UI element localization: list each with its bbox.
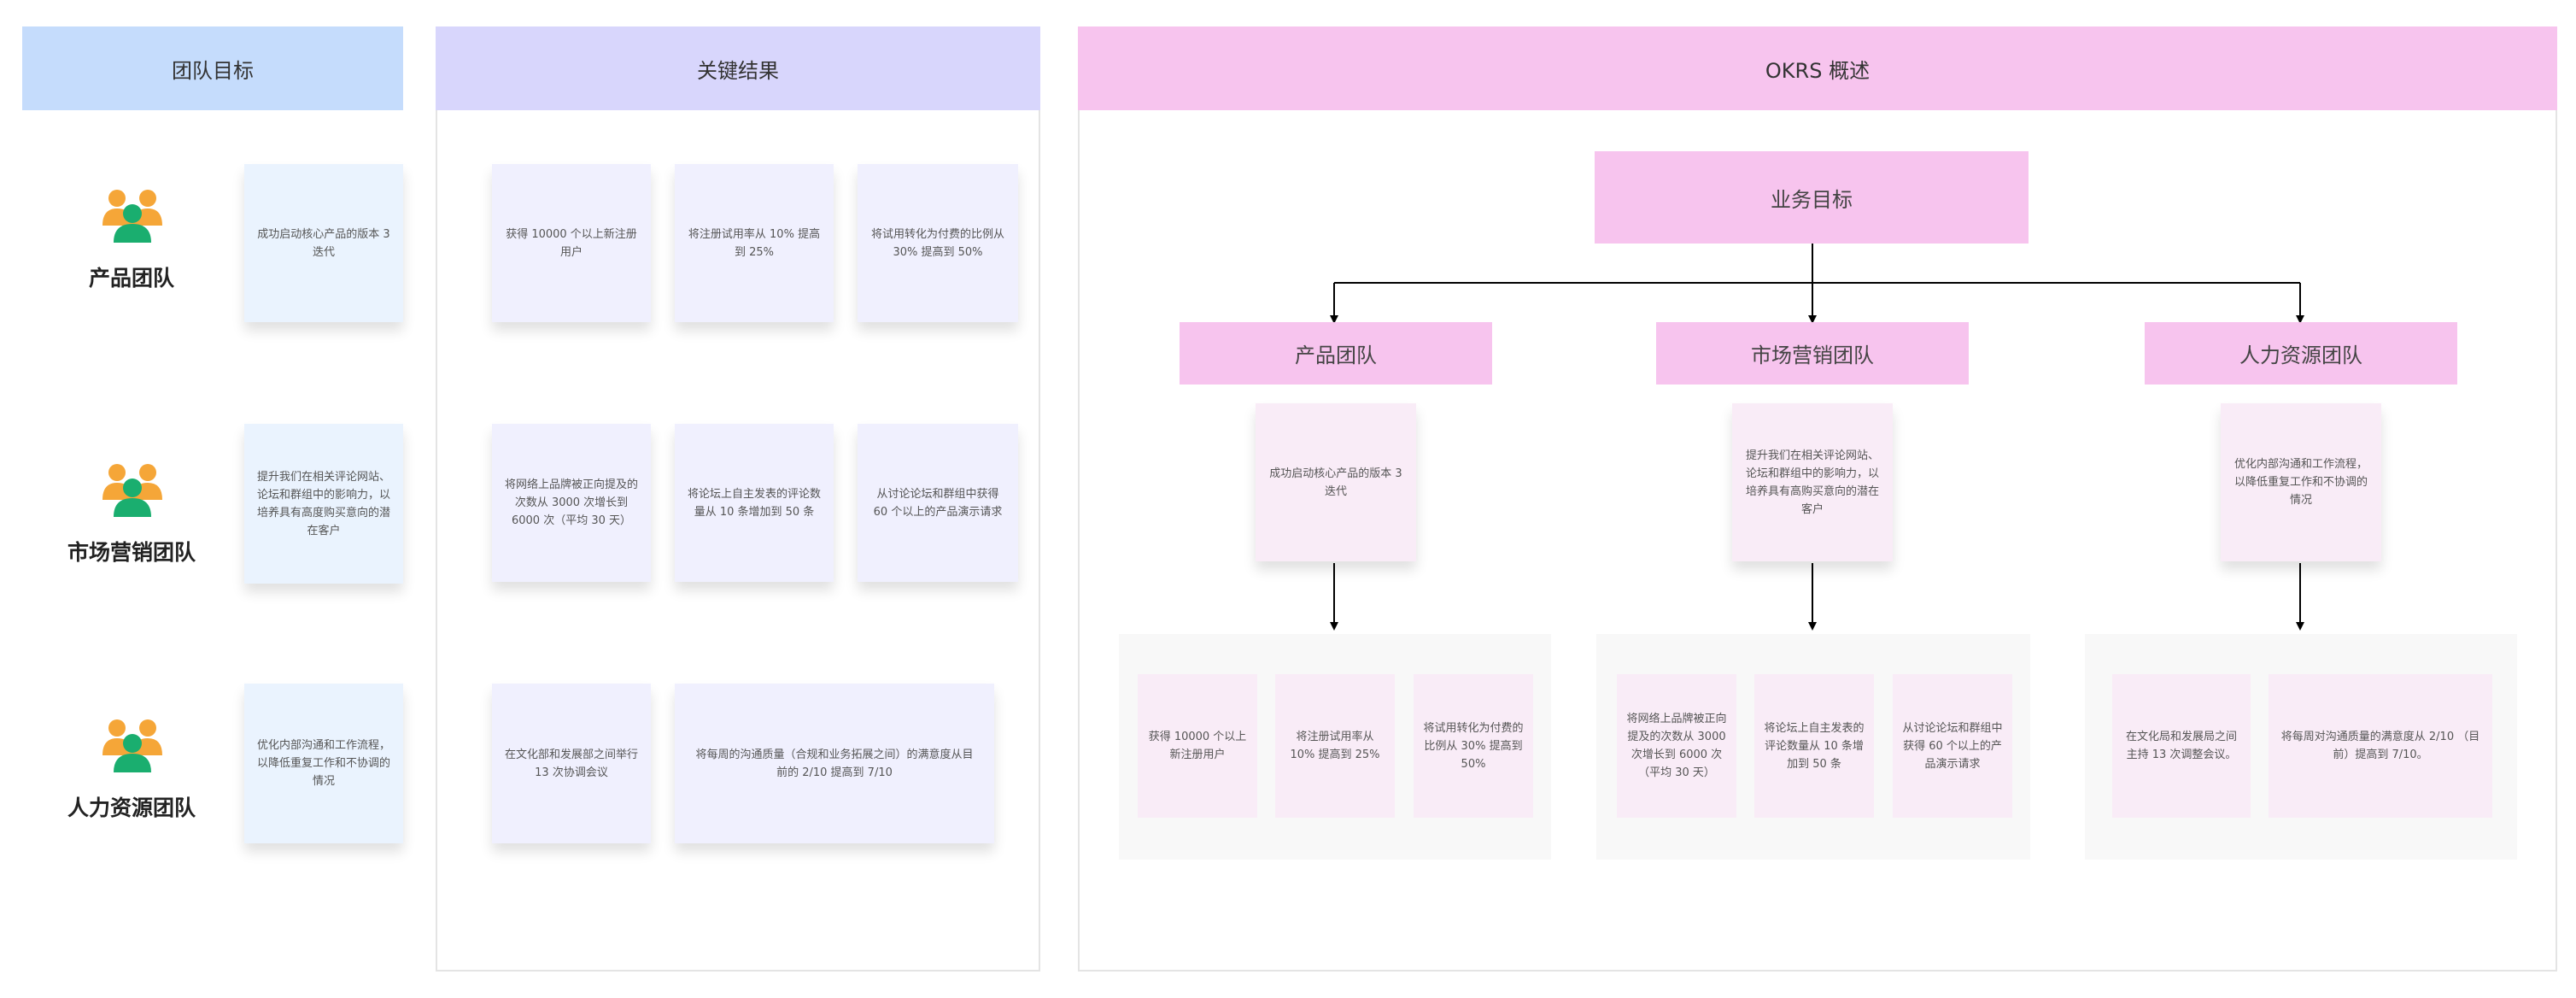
okr-team-box-product: 产品团队	[1180, 322, 1492, 385]
key-result-note: 在文化部和发展部之间举行 13 次协调会议	[492, 684, 651, 843]
key-results-panel	[436, 110, 1040, 972]
team-objective-note: 优化内部沟通和工作流程，以降低重复工作和不协调的情况	[244, 684, 403, 843]
team-objective-note: 成功启动核心产品的版本 3 迭代	[244, 164, 403, 322]
team-people-icon	[102, 719, 162, 772]
okr-team-box-hr: 人力资源团队	[2145, 322, 2457, 385]
okr-kr-note: 将每周对沟通质量的满意度从 2/10 （目前）提高到 7/10。	[2269, 674, 2492, 818]
okr-kr-note: 在文化局和发展局之间主持 13 次调整会议。	[2112, 674, 2251, 818]
business-goal-box: 业务目标	[1595, 151, 2029, 244]
key-result-note: 将每周的沟通质量（合规和业务拓展之间）的满意度从目前的 2/10 提高到 7/1…	[675, 684, 994, 843]
okr-kr-note: 获得 10000 个以上新注册用户	[1138, 674, 1257, 818]
okrs-header: OKRS 概述	[1078, 26, 2557, 110]
key-results-header: 关键结果	[436, 26, 1040, 110]
key-result-note: 将注册试用率从 10% 提高到 25%	[675, 164, 834, 322]
okr-kr-note: 将注册试用率从 10% 提高到 25%	[1275, 674, 1395, 818]
team-people-icon	[102, 190, 162, 243]
team-objective-note: 提升我们在相关评论网站、论坛和群组中的影响力，以培养具有高度购买意向的潜在客户	[244, 424, 403, 584]
okr-connectors	[1330, 244, 2304, 631]
okr-team-box-marketing: 市场营销团队	[1656, 322, 1969, 385]
okr-objective-note: 优化内部沟通和工作流程，以降低重复工作和不协调的情况	[2221, 403, 2381, 561]
team-name: 市场营销团队	[67, 540, 196, 565]
okr-kr-note: 将网络上品牌被正向提及的次数从 3000 次增长到 6000 次（平均 30 天…	[1617, 674, 1736, 818]
team-name: 人力资源团队	[67, 795, 196, 820]
key-result-note: 将试用转化为付费的比例从 30% 提高到 50%	[858, 164, 1018, 322]
key-result-note: 获得 10000 个以上新注册用户	[492, 164, 651, 322]
key-result-note: 从讨论论坛和群组中获得 60 个以上的产品演示请求	[858, 424, 1018, 582]
team-people-icon	[102, 464, 162, 517]
okr-objective-note: 成功启动核心产品的版本 3 迭代	[1256, 403, 1416, 561]
okrs-panel	[1078, 110, 2557, 972]
team-goals-header: 团队目标	[22, 26, 403, 110]
okr-kr-note: 从讨论论坛和群组中获得 60 个以上的产品演示请求	[1893, 674, 2012, 818]
key-result-note: 将网络上品牌被正向提及的次数从 3000 次增长到 6000 次（平均 30 天…	[492, 424, 651, 582]
okr-kr-note: 将试用转化为付费的比例从 30% 提高到 50%	[1414, 674, 1533, 818]
okr-objective-note: 提升我们在相关评论网站、论坛和群组中的影响力，以培养具有高购买意向的潜在客户	[1732, 403, 1893, 561]
team-name: 产品团队	[88, 266, 174, 291]
okr-kr-note: 将论坛上自主发表的评论数量从 10 条增加到 50 条	[1754, 674, 1874, 818]
key-result-note: 将论坛上自主发表的评论数量从 10 条增加到 50 条	[675, 424, 834, 582]
